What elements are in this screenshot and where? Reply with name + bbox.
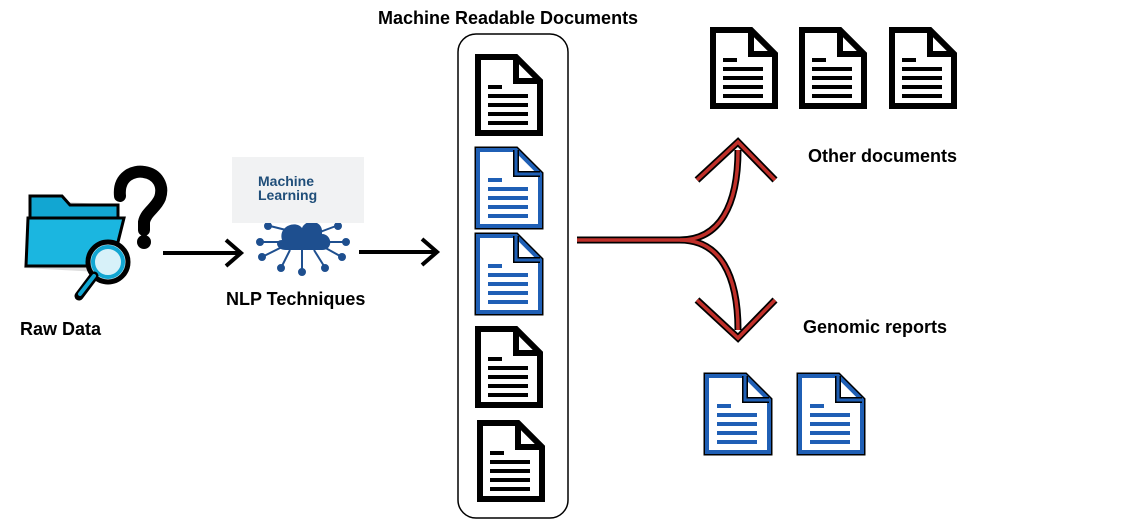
document-icon (713, 30, 775, 106)
document-blue-icon (800, 376, 862, 452)
red-branch-arrow (577, 137, 778, 343)
document-icon (480, 423, 542, 499)
machine-readable-label: Machine Readable Documents (378, 8, 639, 28)
document-icon (892, 30, 954, 106)
document-blue-icon (478, 236, 540, 312)
document-icon (802, 30, 864, 106)
document-blue-icon (478, 150, 540, 226)
folder-search-icon (24, 194, 131, 301)
ml-line-2: Learning (258, 187, 318, 203)
machine-learning-badge (232, 157, 364, 223)
document-icon (478, 57, 540, 133)
genomic-reports-label: Genomic reports (803, 317, 948, 337)
other-documents-label: Other documents (808, 146, 958, 166)
question-mark-icon (113, 165, 168, 249)
machine-learning-text: Machine Learning (258, 174, 317, 202)
arrow-raw-to-nlp (163, 238, 245, 268)
raw-data-label: Raw Data (20, 319, 102, 339)
ml-line-1: Machine (258, 173, 315, 189)
document-icon (478, 329, 540, 405)
nlp-label: NLP Techniques (226, 289, 366, 309)
arrow-nlp-to-docs (359, 237, 441, 267)
document-blue-icon (707, 376, 769, 452)
